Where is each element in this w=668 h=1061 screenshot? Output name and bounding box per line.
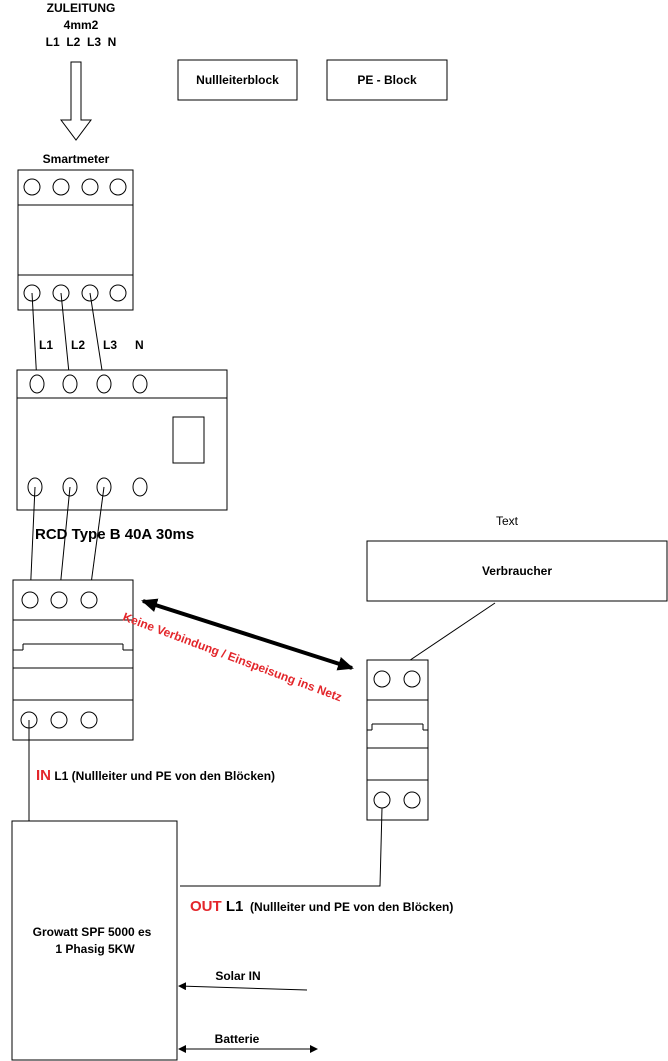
phase-label-l3: L3 bbox=[103, 338, 117, 352]
main-breaker bbox=[12, 579, 134, 741]
wire-l3-meter-rcd bbox=[89, 292, 105, 384]
no-connection-arrow bbox=[141, 598, 354, 671]
main-breaker-terminal-top-2 bbox=[50, 591, 68, 609]
smartmeter-terminal-top-4 bbox=[109, 178, 127, 196]
battery-label: Batterie bbox=[215, 1032, 260, 1046]
output-breaker-terminal-bottom-1 bbox=[373, 791, 391, 809]
consumer-label: Verbraucher bbox=[482, 564, 552, 578]
solar-in-label: Solar IN bbox=[215, 969, 260, 983]
rcd-test-window bbox=[172, 416, 205, 464]
inverter-out-tag: OUT bbox=[190, 898, 222, 915]
rcd-terminal-top-1 bbox=[29, 374, 45, 394]
smartmeter-terminal-top-3 bbox=[81, 178, 99, 196]
inverter-model: Growatt SPF 5000 es bbox=[33, 925, 152, 939]
rcd-title: RCD Type B 40A 30ms bbox=[35, 526, 194, 543]
main-breaker-terminal-bottom-3 bbox=[80, 711, 98, 729]
inverter-rating: 1 Phasig 5KW bbox=[55, 942, 135, 956]
phase-label-l2: L2 bbox=[71, 338, 85, 352]
output-breaker bbox=[366, 659, 429, 821]
phase-label-n: N bbox=[135, 338, 144, 352]
inverter-in-text: L1 (Nullleiter und PE von den Blöcken) bbox=[51, 769, 275, 783]
supply-arrow bbox=[60, 61, 92, 141]
no-connection-label: Keine Verbindung / Einspeisung ins Netz bbox=[121, 610, 344, 705]
wire-l1-meter-rcd bbox=[31, 292, 38, 384]
rcd-terminal-bottom-4 bbox=[132, 477, 148, 497]
rcd-terminal-top-4 bbox=[132, 374, 148, 394]
inverter-box: Growatt SPF 5000 es 1 Phasig 5KW bbox=[11, 820, 178, 1061]
pe-block: PE - Block bbox=[326, 59, 448, 101]
supply-title: ZULEITUNG bbox=[47, 1, 116, 15]
neutral-block-label: Nullleiterblock bbox=[196, 73, 279, 87]
inverter-in-tag: IN bbox=[36, 767, 51, 784]
inverter-in-label: IN L1 (Nullleiter und PE von den Blöcken… bbox=[36, 767, 275, 784]
smartmeter-terminal-top-2 bbox=[52, 178, 70, 196]
smartmeter-title: Smartmeter bbox=[43, 152, 110, 166]
supply-phases: L1 L2 L3 N bbox=[46, 35, 117, 49]
inverter-out-text: (Nullleiter und PE von den Blöcken) bbox=[243, 900, 453, 914]
inverter-out-label: OUT L1 (Nullleiter und PE von den Blöcke… bbox=[190, 898, 453, 915]
main-breaker-terminal-bottom-2 bbox=[50, 711, 68, 729]
rcd-terminal-top-3 bbox=[96, 374, 112, 394]
wire-l2-meter-rcd bbox=[60, 292, 71, 384]
consumer-box: Verbraucher bbox=[366, 540, 668, 602]
output-breaker-terminal-bottom-2 bbox=[403, 791, 421, 809]
smartmeter bbox=[17, 169, 134, 311]
supply-cross-section: 4mm2 bbox=[64, 18, 99, 32]
smartmeter-terminal-bottom-4 bbox=[109, 284, 127, 302]
wire-inverter-out bbox=[180, 807, 383, 887]
main-breaker-terminal-top-1 bbox=[21, 591, 39, 609]
main-breaker-terminal-top-3 bbox=[80, 591, 98, 609]
smartmeter-terminal-top-1 bbox=[23, 178, 41, 196]
text-label: Text bbox=[496, 514, 519, 528]
pe-block-label: PE - Block bbox=[357, 73, 417, 87]
inverter-out-l1: L1 bbox=[222, 898, 244, 915]
rcd bbox=[16, 369, 228, 511]
output-breaker-terminal-top-2 bbox=[403, 670, 421, 688]
phase-label-l1: L1 bbox=[39, 338, 53, 352]
rcd-terminal-top-2 bbox=[62, 374, 78, 394]
supply-header: ZULEITUNG 4mm2 L1 L2 L3 N bbox=[46, 1, 117, 49]
output-breaker-terminal-top-1 bbox=[373, 670, 391, 688]
solar-in-arrow bbox=[178, 982, 308, 991]
neutral-block: Nullleiterblock bbox=[177, 59, 298, 101]
